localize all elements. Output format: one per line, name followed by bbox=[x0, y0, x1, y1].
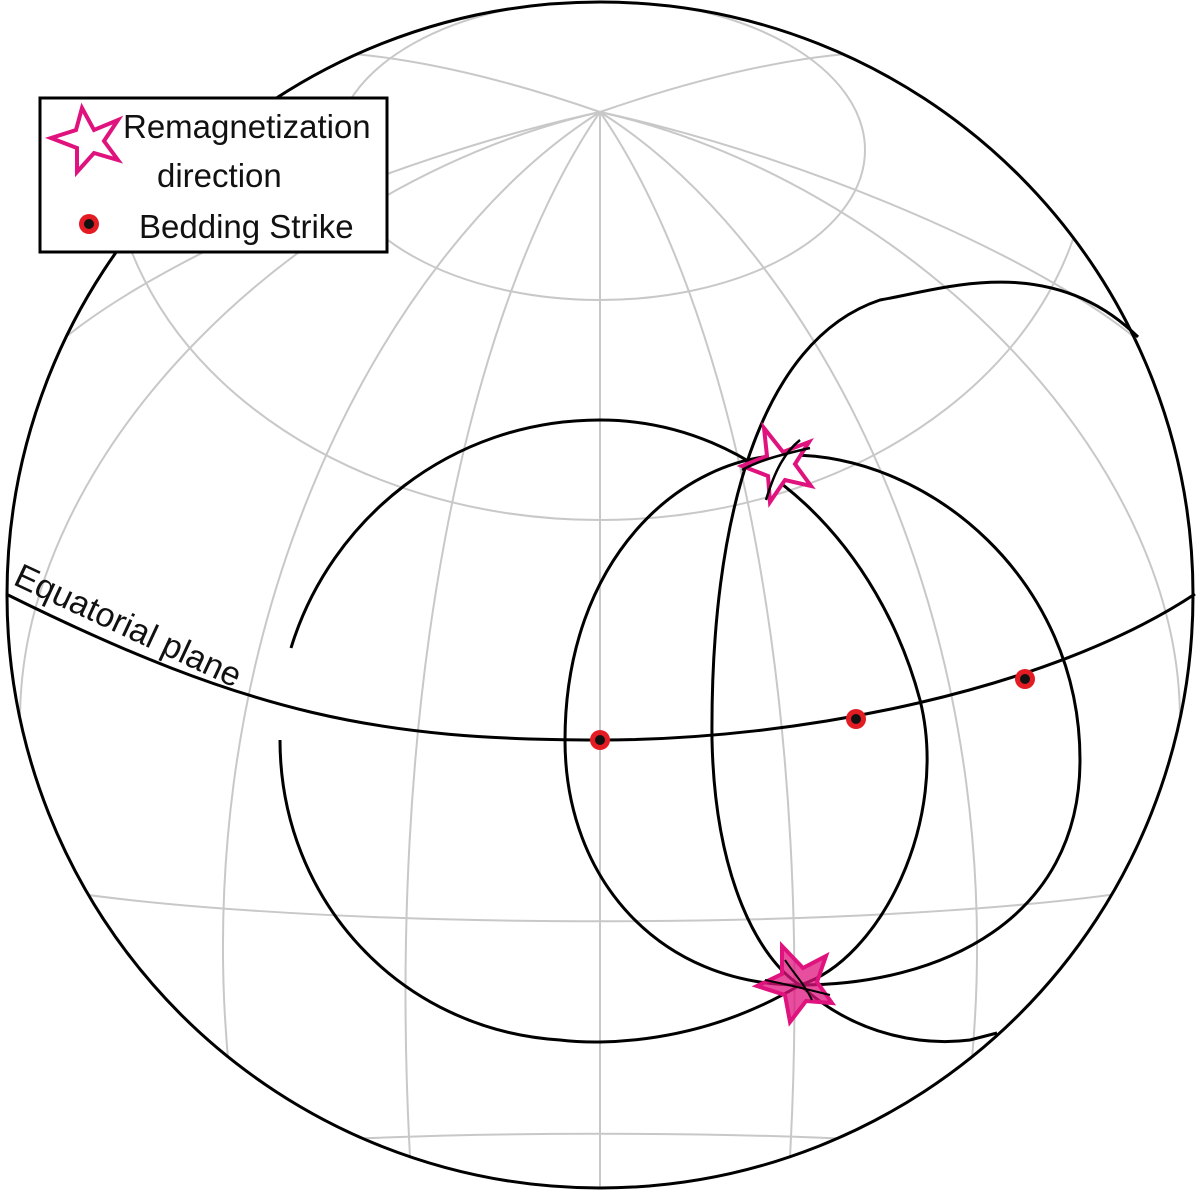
open-star-icon bbox=[44, 102, 124, 178]
legend-strike-label: Bedding Strike bbox=[139, 208, 354, 245]
bedding-strike-markers bbox=[590, 669, 1035, 750]
grid-meridian bbox=[599, 111, 1161, 361]
grid-meridian bbox=[222, 111, 601, 1121]
grid-parallel bbox=[7, 879, 1193, 923]
remag-star-filled bbox=[751, 941, 837, 1027]
grid-meridian bbox=[404, 111, 601, 1188]
great-circle-right bbox=[710, 280, 1140, 1043]
legend-remag-label-line1: Remagnetization bbox=[123, 108, 371, 145]
remag-star-open bbox=[736, 421, 816, 508]
red-ring-dot-icon bbox=[79, 214, 99, 234]
legend: Remagnetization direction Bedding Strike bbox=[38, 96, 389, 254]
grid-meridian bbox=[599, 111, 1181, 721]
strike-marker bbox=[1015, 669, 1035, 689]
grid-meridian bbox=[599, 111, 978, 1121]
great-circle-large bbox=[278, 418, 929, 1044]
legend-remag-label-line2: direction bbox=[157, 157, 282, 194]
equatorial-plane-label: Equatorial plane bbox=[9, 557, 248, 695]
grid-meridian bbox=[19, 111, 601, 721]
strike-marker bbox=[590, 730, 610, 750]
strike-marker bbox=[846, 709, 866, 729]
